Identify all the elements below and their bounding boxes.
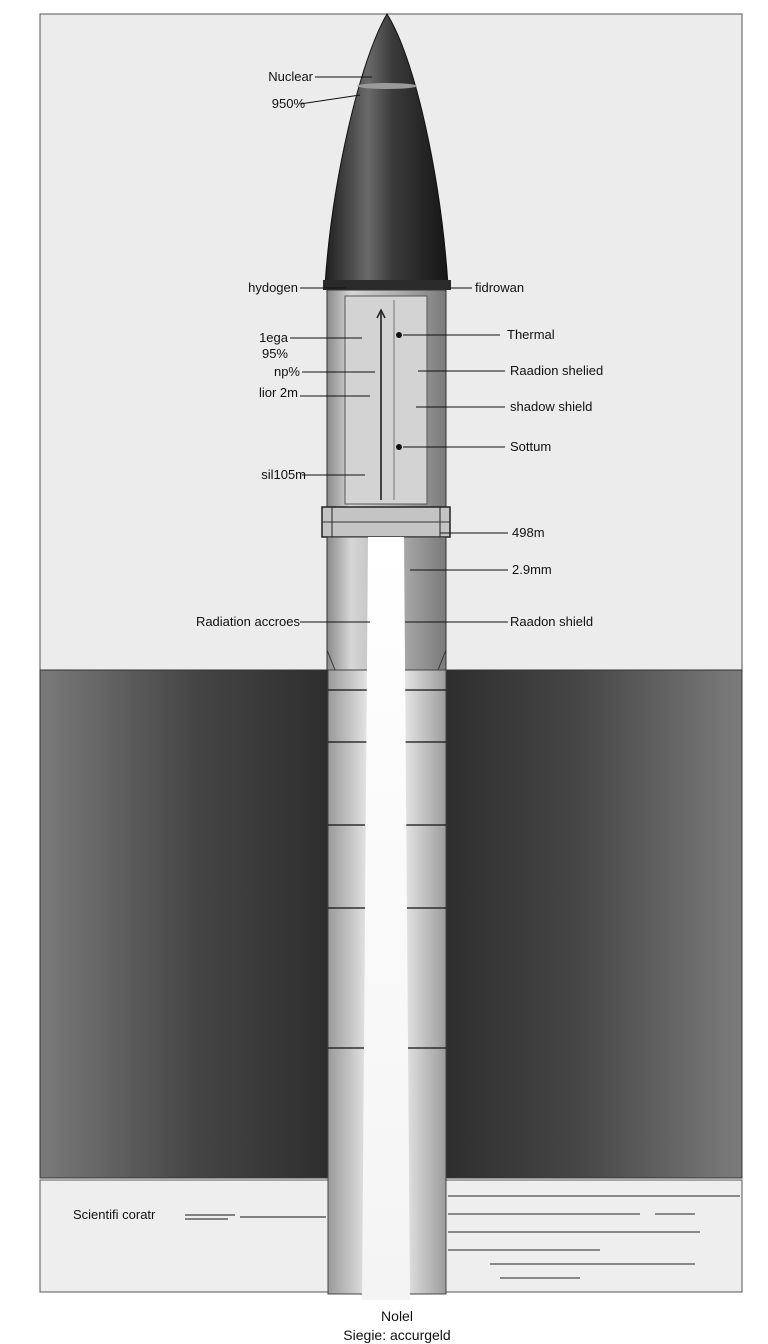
label-raadion-shelied: Raadion shelied: [510, 363, 603, 378]
label-hydogen: hydogen: [248, 280, 298, 295]
bottom-panel-right: [445, 1179, 743, 1293]
label-shadow-shield: shadow shield: [510, 399, 592, 414]
label-pct-top: 950%: [272, 96, 306, 111]
label-fidrowan: fidrowan: [475, 280, 524, 295]
label-lior: lior 2m: [259, 385, 298, 400]
reactor-core: [344, 295, 428, 505]
core-dot-bottom: [396, 444, 402, 450]
nose-collar: [323, 280, 451, 290]
leader-lines: [185, 76, 508, 1220]
label-29mm: 2.9mm: [512, 562, 552, 577]
label-rad-access: Radiation accroes: [196, 614, 301, 629]
label-sil: sil105m: [261, 467, 306, 482]
caption-line-2: Siegie: accurgeld: [343, 1327, 450, 1343]
nose-band: [357, 83, 417, 89]
label-sottum: Sottum: [510, 439, 551, 454]
label-nps: np%: [274, 364, 300, 379]
label-raadon-shield: Raadon shield: [510, 614, 593, 629]
exhaust-beam: [362, 537, 410, 1300]
label-nuclear: Nuclear: [268, 69, 313, 84]
label-scientific: Scientifi coratr: [73, 1207, 156, 1222]
caption-line-1: Nolel: [381, 1308, 413, 1324]
bottom-panel-left: [39, 1179, 329, 1293]
label-tega: 1ega: [259, 330, 289, 345]
label-498m: 498m: [512, 525, 545, 540]
label-pct-mid: 95%: [262, 346, 288, 361]
dark-panel-left: [39, 669, 329, 1179]
core-dot-top: [396, 332, 402, 338]
bottom-panel-right-lines: [448, 1195, 740, 1279]
dark-panel-right: [445, 669, 743, 1179]
label-thermal: Thermal: [507, 327, 555, 342]
